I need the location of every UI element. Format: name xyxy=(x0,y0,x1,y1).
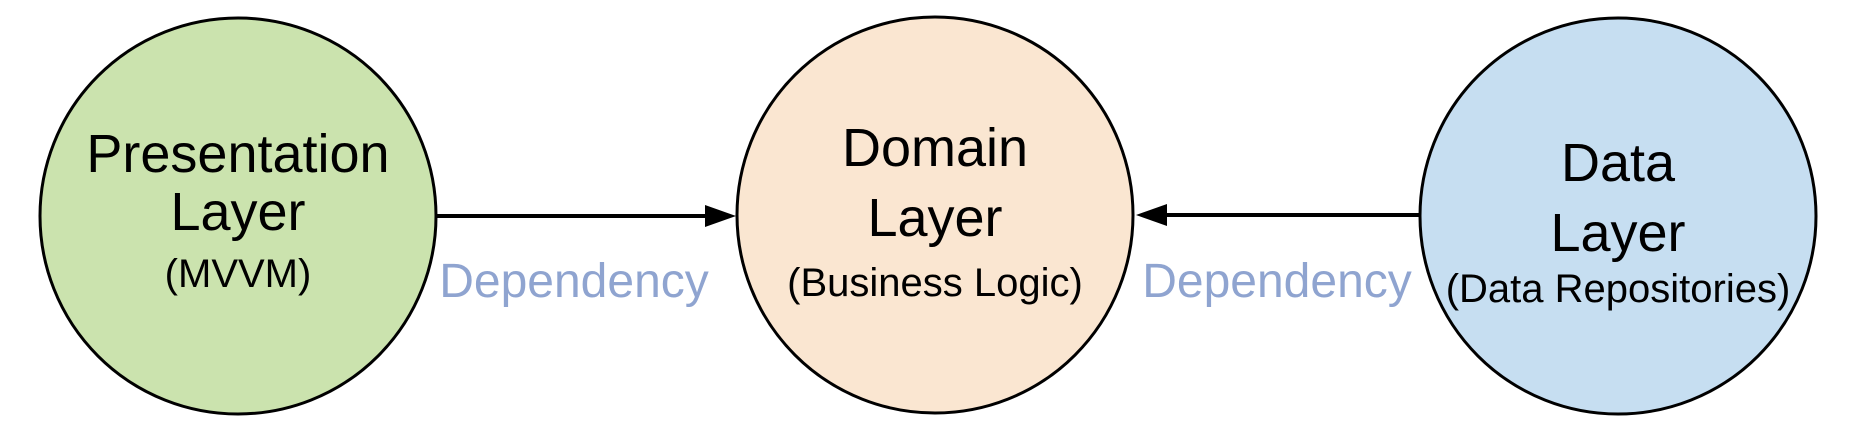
node-domain-layer: Domain Layer (Business Logic) xyxy=(735,15,1135,415)
data-layer-sublabel: (Data Repositories) xyxy=(1446,267,1791,311)
presentation-layer-circle xyxy=(38,16,438,416)
domain-layer-title-line1: Domain xyxy=(842,118,1028,178)
presentation-layer-sublabel: (MVVM) xyxy=(165,252,312,296)
arrowhead-right-icon xyxy=(705,205,736,227)
edge-presentation-to-domain: Dependency xyxy=(437,205,736,308)
presentation-layer-title-line1: Presentation xyxy=(86,124,389,184)
edge-label-left: Dependency xyxy=(439,255,709,308)
data-layer-title-line2: Layer xyxy=(1550,203,1685,263)
node-data-layer: Data Layer (Data Repositories) xyxy=(1418,16,1818,416)
domain-layer-title-line2: Layer xyxy=(867,188,1002,248)
domain-layer-circle xyxy=(735,15,1135,415)
data-layer-circle xyxy=(1418,16,1818,416)
data-layer-title-line1: Data xyxy=(1561,133,1676,193)
node-presentation-layer: Presentation Layer (MVVM) xyxy=(38,16,438,416)
arrowhead-left-icon xyxy=(1136,204,1167,226)
edge-label-right: Dependency xyxy=(1142,255,1412,308)
presentation-layer-title-line2: Layer xyxy=(170,182,305,242)
domain-layer-sublabel: (Business Logic) xyxy=(787,261,1083,305)
edge-data-to-domain: Dependency xyxy=(1136,204,1419,308)
